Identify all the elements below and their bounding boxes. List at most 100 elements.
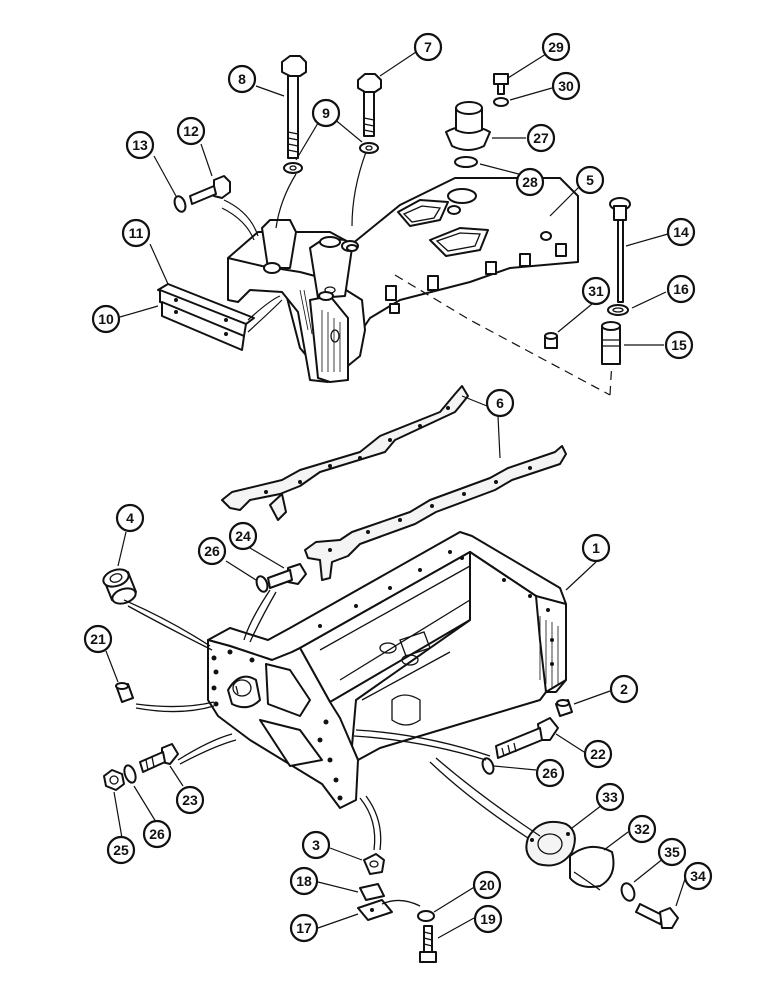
svg-text:19: 19 — [480, 911, 496, 927]
svg-text:22: 22 — [590, 746, 606, 762]
nut-25 — [103, 769, 125, 791]
callout-5: 5 — [575, 165, 605, 195]
callout-15: 15 — [664, 330, 694, 360]
svg-text:31: 31 — [588, 283, 604, 299]
plug-2 — [555, 699, 573, 717]
svg-text:29: 29 — [548, 39, 564, 55]
svg-text:13: 13 — [132, 137, 148, 153]
callout-23: 23 — [175, 785, 205, 815]
callout-3: 3 — [301, 830, 331, 860]
callout-8: 8 — [227, 64, 257, 94]
callout-10: 10 — [91, 304, 121, 334]
cover-32 — [569, 845, 615, 888]
svg-text:26: 26 — [204, 543, 220, 559]
fitting-3 — [363, 853, 385, 875]
svg-text:20: 20 — [479, 877, 495, 893]
washer-9b — [359, 142, 379, 154]
shims-10-11 — [157, 283, 255, 351]
svg-text:11: 11 — [129, 225, 144, 241]
callout-35: 35 — [657, 837, 687, 867]
cap-27 — [445, 101, 491, 151]
svg-text:10: 10 — [98, 311, 114, 327]
callout-16: 16 — [666, 274, 696, 304]
callout-19: 19 — [473, 904, 503, 934]
callout-4: 4 — [115, 503, 145, 533]
svg-text:28: 28 — [522, 174, 538, 190]
washer-30 — [493, 97, 509, 107]
svg-text:23: 23 — [182, 792, 198, 808]
svg-text:18: 18 — [296, 873, 312, 889]
callout-25: 25 — [106, 835, 136, 865]
washer-26a — [255, 575, 269, 593]
callout-22: 22 — [583, 739, 613, 769]
callout-31: 31 — [581, 276, 611, 306]
pin-21 — [115, 682, 134, 703]
callout-20: 20 — [472, 870, 502, 900]
svg-text:30: 30 — [558, 78, 574, 94]
washer-26b — [123, 764, 137, 784]
callout-11: 11 — [121, 218, 151, 248]
gasket-6 — [221, 385, 567, 581]
callout-33: 33 — [595, 782, 625, 812]
callout-28: 28 — [515, 167, 545, 197]
callout-29: 29 — [541, 32, 571, 62]
callout-2: 2 — [609, 674, 639, 704]
bushing-4 — [102, 568, 137, 605]
plug-31 — [544, 332, 558, 349]
svg-text:6: 6 — [496, 395, 504, 411]
bolt-22 — [495, 717, 559, 759]
svg-text:3: 3 — [312, 837, 320, 853]
washer-9a — [283, 162, 303, 174]
svg-text:4: 4 — [126, 510, 134, 526]
svg-text:17: 17 — [296, 920, 312, 936]
callout-14: 14 — [666, 217, 696, 247]
svg-text:7: 7 — [424, 39, 432, 55]
svg-text:9: 9 — [322, 105, 330, 121]
bolt-24 — [267, 563, 307, 589]
svg-text:26: 26 — [149, 826, 165, 842]
svg-text:1: 1 — [592, 540, 600, 556]
svg-text:15: 15 — [671, 337, 687, 353]
oring-28 — [454, 156, 478, 168]
svg-text:21: 21 — [90, 631, 106, 647]
leader-lines — [105, 51, 687, 939]
callout-24: 24 — [228, 521, 258, 551]
cover-housing — [227, 177, 579, 383]
callout-30: 30 — [551, 71, 581, 101]
washer-20 — [417, 910, 435, 922]
callout-18: 18 — [289, 866, 319, 896]
callout-21: 21 — [83, 624, 113, 654]
bolt-12 — [189, 175, 231, 205]
bolt-34 — [635, 903, 679, 929]
bolt-7 — [357, 73, 382, 137]
plate-17 — [357, 899, 393, 921]
svg-text:2: 2 — [620, 681, 628, 697]
svg-text:33: 33 — [602, 789, 618, 805]
callout-26b: 26 — [142, 819, 172, 849]
svg-text:26: 26 — [542, 765, 558, 781]
callout-1: 1 — [581, 533, 611, 563]
clip-18 — [359, 883, 385, 901]
tube-15 — [601, 321, 621, 365]
callout-32: 32 — [627, 814, 657, 844]
gasket-33 — [525, 820, 576, 867]
callout-9: 9 — [311, 98, 341, 128]
callout-7: 7 — [413, 32, 443, 62]
callout-34: 34 — [683, 861, 713, 891]
sump-casting — [207, 531, 567, 809]
washer-26c — [481, 757, 495, 775]
svg-text:25: 25 — [113, 842, 129, 858]
callout-26a: 26 — [197, 536, 227, 566]
svg-text:5: 5 — [586, 172, 594, 188]
bolt-8 — [281, 55, 307, 159]
svg-text:35: 35 — [664, 844, 680, 860]
svg-text:32: 32 — [634, 821, 650, 837]
callout-13: 13 — [125, 130, 155, 160]
callout-12: 12 — [176, 116, 206, 146]
svg-text:8: 8 — [238, 71, 246, 87]
bolt-19 — [419, 925, 437, 963]
callout-27: 27 — [526, 123, 556, 153]
svg-text:14: 14 — [673, 224, 689, 240]
svg-text:24: 24 — [235, 528, 251, 544]
